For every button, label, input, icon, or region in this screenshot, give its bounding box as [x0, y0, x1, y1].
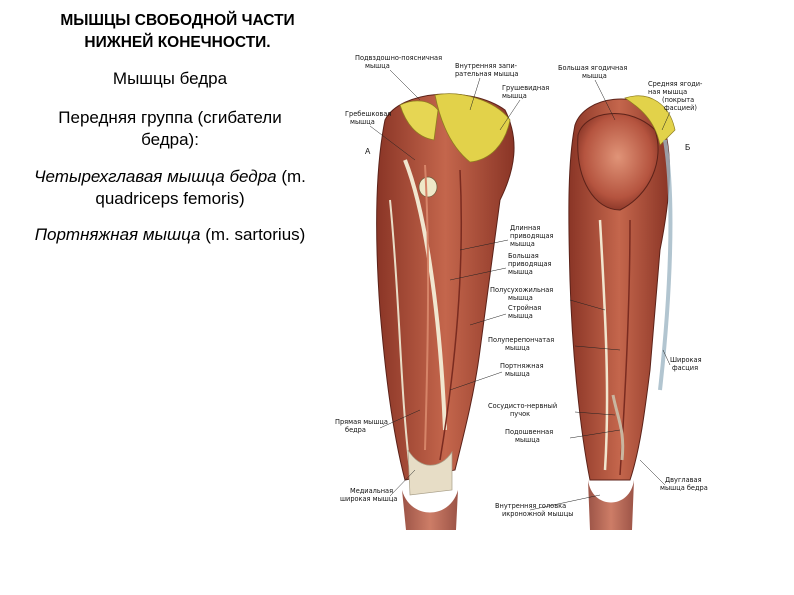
label-gluteus-med-1: Средняя ягоди-: [648, 80, 703, 88]
leader-lines: [369, 69, 671, 511]
title-line-2: НИЖНЕЙ КОНЕЧНОСТИ.: [84, 34, 271, 51]
label-semitendinosus-1: Полусухожильная: [490, 286, 553, 294]
label-adductor-mag-2: приводящая: [508, 260, 551, 268]
view-b-posterior: [568, 95, 676, 530]
label-plantaris-2: мышца: [515, 436, 540, 444]
view-a-anterior: [376, 93, 515, 530]
label-vastus-medialis-1: Медиальная: [350, 487, 393, 495]
label-sartorius-2: мышца: [505, 370, 530, 378]
label-fascia-lata-2: фасция: [672, 364, 698, 372]
label-obturator-1: Внутренняя запи-: [455, 62, 518, 70]
label-adductor-mag-1: Большая: [508, 252, 539, 260]
label-gastrocnemius-1: Внутренняя головка: [495, 502, 566, 510]
label-semimembranosus-2: мышца: [505, 344, 530, 352]
label-adductor-mag-3: мышца: [508, 268, 533, 276]
label-semitendinosus-2: мышца: [508, 294, 533, 302]
label-piriformis-2: мышца: [502, 92, 527, 100]
view-b-letter: Б: [685, 143, 690, 152]
label-adductor-long-1: Длинная: [510, 224, 540, 232]
label-biceps-femoris-1: Двуглавая: [665, 476, 702, 484]
label-gastrocnemius-2: икроножной мышцы: [502, 510, 573, 518]
slide-title: МЫШЦЫ СВОБОДНОЙ ЧАСТИ НИЖНЕЙ КОНЕЧНОСТИ.: [20, 10, 335, 54]
label-pectineus-1: Гребешковая: [345, 110, 391, 118]
label-neurovascular-2: пучок: [510, 410, 530, 418]
label-gracilis-2: мышца: [508, 312, 533, 320]
view-a-letter: А: [365, 147, 371, 156]
paragraph-anterior-group: Передняя группа (сгибатели бедра):: [58, 108, 282, 149]
label-semimembranosus-1: Полуперепончатая: [488, 336, 554, 344]
label-pectineus-2: мышца: [350, 118, 375, 126]
label-biceps-femoris-2: мышца бедра: [660, 484, 708, 492]
thigh-muscles-illustration: А Б Подвздошно-поясничная мышца Внутренн…: [335, 54, 708, 530]
label-vastus-medialis-2: широкая мышца: [340, 495, 397, 503]
label-adductor-long-3: мышца: [510, 240, 535, 248]
sartorius-name: Портняжная мышца: [34, 225, 201, 244]
label-gluteus-med-2: ная мышца: [648, 88, 687, 96]
paragraph-sartorius: Портняжная мышца (m. sartorius): [34, 225, 306, 244]
title-line-1: МЫШЦЫ СВОБОДНОЙ ЧАСТИ: [60, 12, 295, 29]
label-adductor-long-2: приводящая: [510, 232, 553, 240]
paragraph-thigh-muscles: Мышцы бедра: [112, 69, 228, 88]
label-gracilis-1: Стройная: [508, 304, 541, 312]
quadriceps-name: Четырехглавая мышца бедра: [34, 167, 277, 186]
label-obturator-2: рательная мышца: [455, 70, 518, 78]
label-gluteus-med-3: (покрыта: [662, 96, 694, 104]
label-piriformis-1: Грушевидная: [502, 84, 549, 92]
label-iliopsoas-1: Подвздошно-поясничная: [355, 54, 442, 62]
paragraph-quadriceps: Четырехглавая мышца бедра (m. quadriceps…: [34, 167, 306, 208]
label-plantaris-1: Подошвенная: [505, 428, 553, 436]
label-gluteus-med-4: фасцией): [664, 104, 697, 112]
anatomy-figure: А Б Подвздошно-поясничная мышца Внутренн…: [330, 50, 730, 530]
label-sartorius-1: Портняжная: [500, 362, 544, 370]
label-rectus-femoris-1: Прямая мышца: [335, 418, 388, 426]
label-iliopsoas-2: мышца: [365, 62, 390, 70]
label-gluteus-max-2: мышца: [582, 72, 607, 80]
label-rectus-femoris-2: бедра: [345, 426, 366, 434]
label-gluteus-max-1: Большая ягодичная: [558, 64, 627, 72]
label-fascia-lata-1: Широкая: [670, 356, 702, 364]
label-neurovascular-1: Сосудисто-нервный: [488, 402, 557, 410]
